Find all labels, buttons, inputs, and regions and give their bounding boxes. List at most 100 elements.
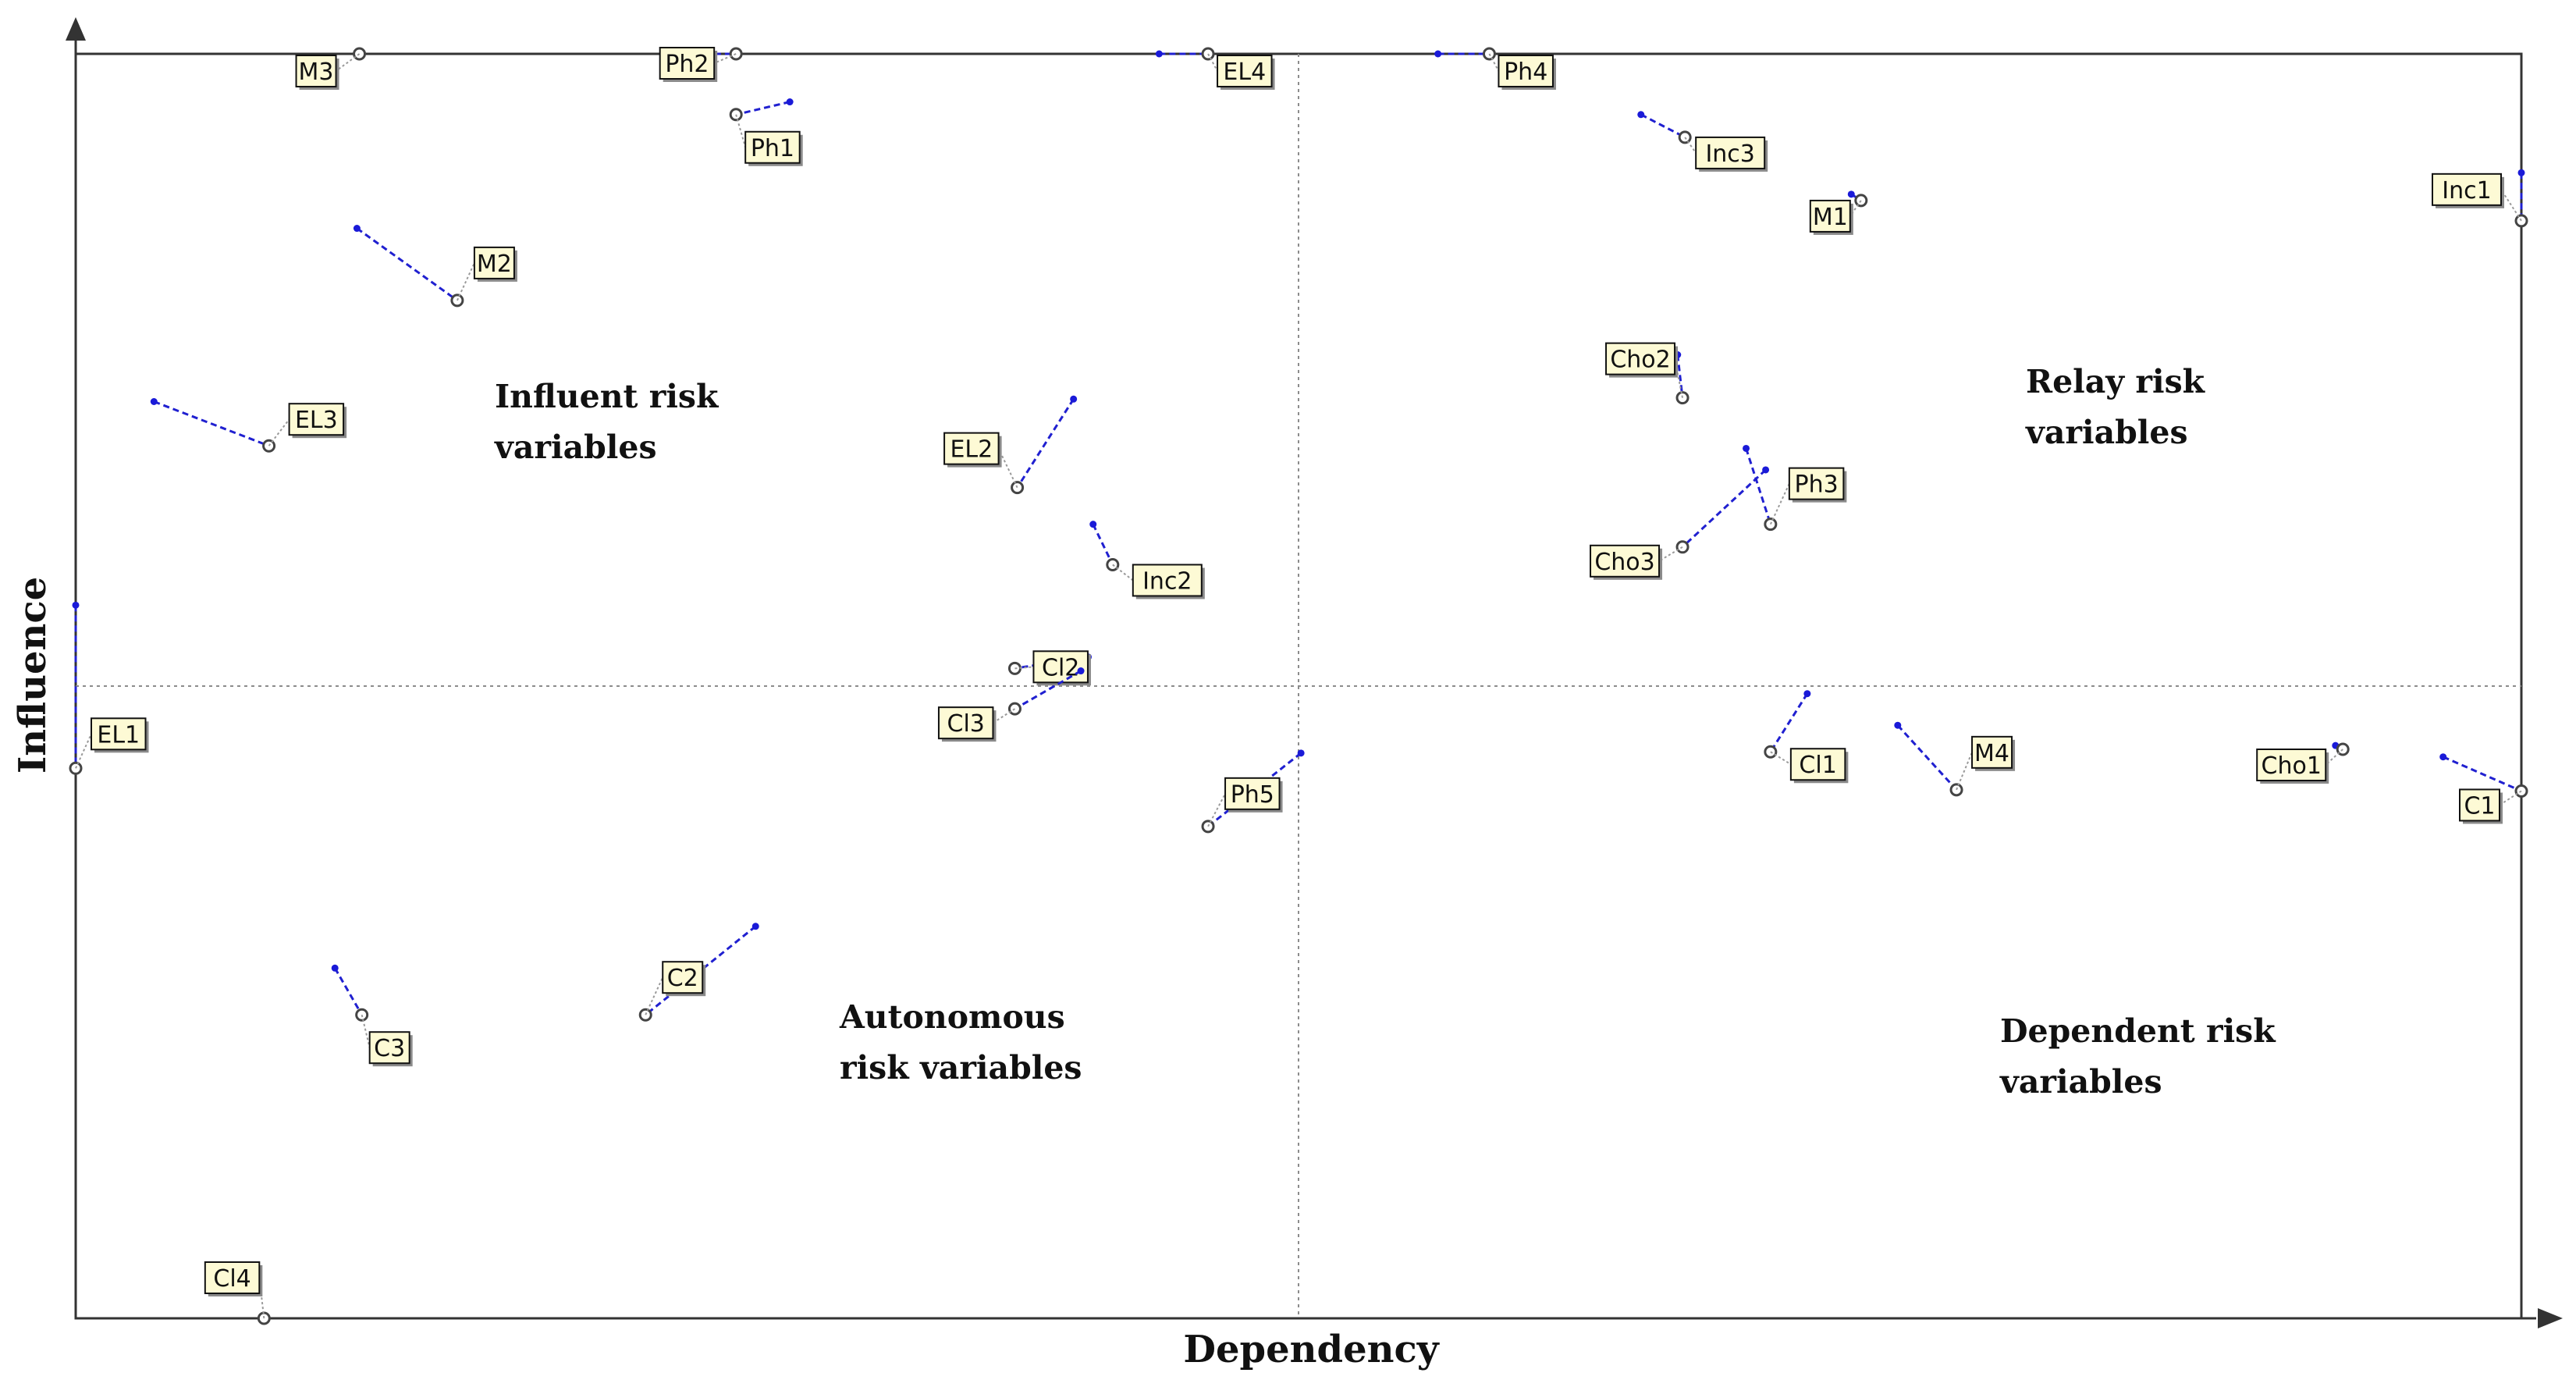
variable-m2: M2 [353, 225, 517, 308]
label-leader [75, 733, 92, 769]
label-leader [1956, 752, 1973, 791]
quadrant-label-line: Influent risk [495, 378, 720, 415]
direct-position-point [1155, 50, 1163, 58]
label-box [1605, 342, 1676, 375]
variable-cl4: Cl4 [204, 1261, 271, 1325]
label-box [662, 961, 704, 994]
variable-inc2: Inc2 [1089, 521, 1205, 599]
movement-line [1014, 670, 1082, 710]
quadrant-label-autonomous: Autonomous risk variables [839, 998, 1082, 1086]
label-box [943, 432, 1000, 465]
direct-position-point [2517, 169, 2525, 176]
direct-position-point [751, 923, 759, 930]
direct-position-point [331, 964, 339, 972]
point-label: Ph4 [1504, 59, 1547, 86]
x-axis-arrow [2538, 1308, 2563, 1328]
label-leader [713, 53, 737, 64]
movement-line [1676, 354, 1684, 398]
label-leader [456, 262, 475, 301]
point-label: Cho2 [1610, 347, 1670, 374]
label-box [1132, 564, 1203, 597]
movement-line [2443, 756, 2522, 792]
direct-position-point [786, 98, 794, 106]
variable-m1: M1 [1809, 190, 1868, 235]
point-label: Ph1 [751, 135, 794, 162]
label-leader [645, 976, 664, 1015]
variable-m4: M4 [1894, 721, 2016, 797]
quadrant-label-line: risk variables [840, 1049, 1082, 1086]
label-leader [268, 418, 290, 446]
label-leader [361, 1014, 371, 1048]
x-axis-title: Dependency [1183, 1328, 1440, 1371]
point-label: Cl2 [1042, 654, 1079, 681]
variable-el3: EL3 [150, 398, 347, 453]
quadrant-dividers [76, 54, 2521, 1318]
variable-c1: C1 [2439, 753, 2528, 824]
variable-ph2: Ph2 [659, 47, 743, 82]
y-axis-title: Influence [11, 577, 55, 774]
label-box [1498, 55, 1554, 87]
point-label: EL3 [295, 407, 338, 434]
label-leader [1207, 53, 1218, 72]
label-box [1789, 748, 1846, 781]
label-box [659, 47, 716, 80]
quadrant-label-line: variables [1999, 1063, 2162, 1101]
point-label: Ph5 [1231, 781, 1274, 809]
point-label: C2 [667, 965, 698, 992]
movement-line [153, 400, 270, 447]
chart-frame [66, 17, 2563, 1328]
variable-c3: C3 [331, 964, 413, 1067]
label-leader [1014, 666, 1034, 670]
variable-ph4: Ph4 [1434, 47, 1556, 90]
label-leader [335, 53, 361, 72]
direct-position-point [1894, 721, 1902, 729]
direct-position-point [72, 601, 80, 609]
variable-cl1: Cl1 [1764, 690, 1849, 784]
direct-position-point [1089, 521, 1097, 528]
direct-position-point [1077, 667, 1085, 675]
movement-line [1092, 523, 1114, 566]
point-label: Ph2 [665, 51, 709, 78]
point-label: C1 [2464, 792, 2495, 820]
label-box [1971, 735, 2013, 769]
movement-line [1896, 724, 1958, 791]
label-box [2256, 749, 2327, 781]
variable-m3: M3 [295, 47, 367, 90]
label-box [204, 1261, 261, 1294]
label-box [2459, 788, 2500, 822]
point-label: Cho3 [1594, 549, 1654, 576]
variable-cl3: Cl3 [937, 667, 1085, 742]
y-axis-arrow [66, 17, 86, 41]
movement-line [1745, 447, 1772, 525]
movement-line [1640, 113, 1686, 139]
variable-ph1: Ph1 [729, 98, 803, 166]
label-box [295, 55, 337, 87]
label-box [1809, 199, 1851, 233]
movement-line [333, 967, 363, 1015]
point-label: M4 [1974, 740, 2009, 767]
variable-inc3: Inc3 [1637, 111, 1768, 172]
variable-inc1: Inc1 [2432, 169, 2528, 228]
variable-cho2: Cho2 [1605, 342, 1690, 405]
label-box [744, 130, 801, 164]
variable-el4: EL4 [1155, 47, 1275, 90]
label-box [1695, 136, 1766, 169]
movement-line [645, 925, 757, 1016]
point-label: Cho1 [2262, 752, 2322, 780]
point-label: Inc1 [2442, 177, 2491, 204]
label-leader [1488, 53, 1500, 72]
point-label: Ph3 [1795, 471, 1839, 499]
direct-position-point [1803, 690, 1811, 698]
quadrant-label-line: Autonomous [839, 998, 1065, 1036]
point-label: EL4 [1223, 59, 1266, 86]
label-box [1224, 777, 1281, 810]
label-leader [1769, 483, 1790, 525]
point-label: Cl4 [213, 1265, 250, 1293]
point-label: M1 [1813, 204, 1848, 231]
point-label: M3 [299, 59, 334, 86]
